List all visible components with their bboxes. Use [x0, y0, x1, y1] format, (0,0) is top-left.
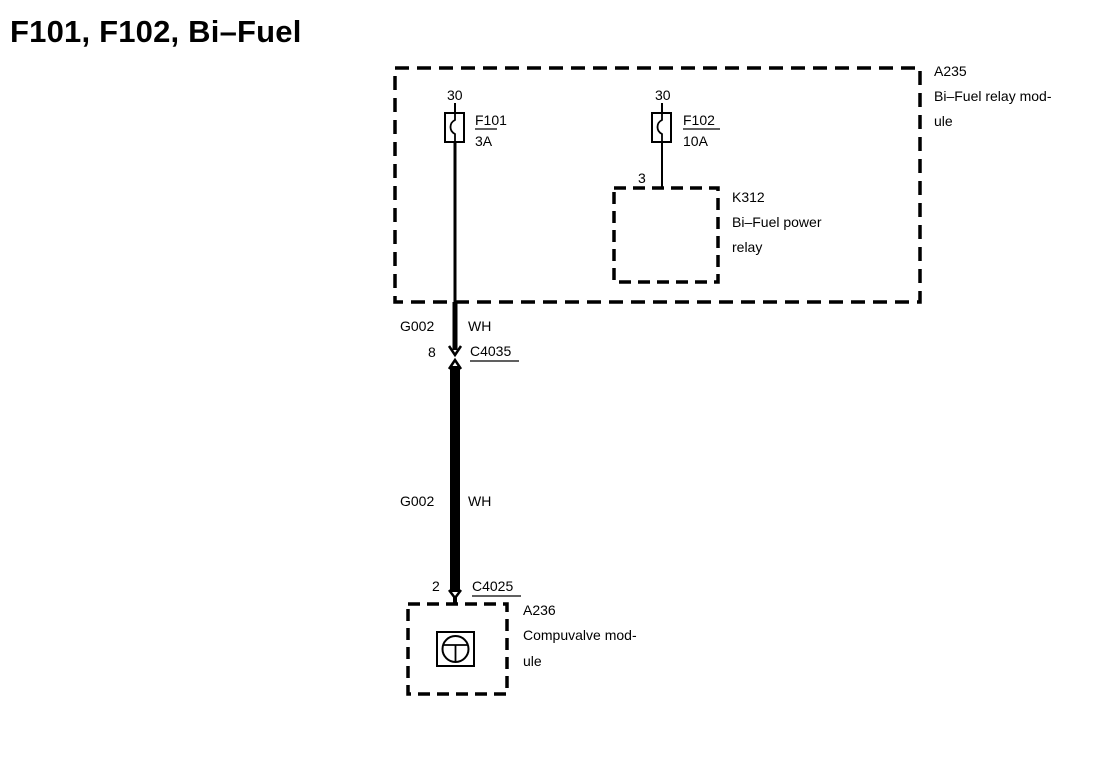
relay-module-name-line2: ule: [934, 113, 953, 129]
relay-module-id: A235: [934, 63, 967, 79]
compuvalve-module-name-line1: Compuvalve mod-: [523, 627, 637, 643]
connector-c4035-id: C4035: [470, 343, 511, 359]
relay-id: K312: [732, 189, 765, 205]
connector-c4025-pin: 2: [432, 578, 440, 594]
compuvalve-module-boundary: [406, 602, 509, 696]
fuse-f102-terminal: 30: [655, 87, 671, 103]
connector-c4035: 8 C4035: [428, 343, 519, 370]
fuse-f101-element: [449, 113, 456, 142]
relay-module-name-line1: Bi–Fuel relay mod-: [934, 88, 1052, 104]
compuvalve-module-name-line2: ule: [523, 653, 542, 669]
upper-wire-circuit: G002: [400, 318, 434, 334]
fuse-f102-rating: 10A: [683, 133, 709, 149]
relay-pin-label: 3: [638, 170, 646, 186]
lower-wire-color: WH: [468, 493, 491, 509]
fuse-f102-id: F102: [683, 112, 715, 128]
fuse-f101-rating: 3A: [475, 133, 493, 149]
connector-c4025: 2 C4025: [432, 578, 521, 604]
valve-icon: [436, 631, 475, 667]
relay-name-line1: Bi–Fuel power: [732, 214, 822, 230]
fuse-f101: 30 F101 3A: [444, 87, 507, 149]
fuse-f102: 30 F102 10A: [651, 87, 720, 149]
page-title: F101, F102, Bi–Fuel: [10, 14, 302, 49]
connector-c4035-pin: 8: [428, 344, 436, 360]
connector-c4025-id: C4025: [472, 578, 513, 594]
lower-wire-circuit: G002: [400, 493, 434, 509]
fuse-f101-terminal: 30: [447, 87, 463, 103]
fuse-f102-element: [656, 113, 663, 142]
relay-k312-boundary: [612, 186, 720, 284]
fuse-f101-id: F101: [475, 112, 507, 128]
compuvalve-module-id: A236: [523, 602, 556, 618]
connector-c4035-symbol: [447, 345, 463, 358]
upper-wire-color: WH: [468, 318, 491, 334]
relay-name-line2: relay: [732, 239, 762, 255]
relay-module-boundary: [393, 66, 922, 304]
